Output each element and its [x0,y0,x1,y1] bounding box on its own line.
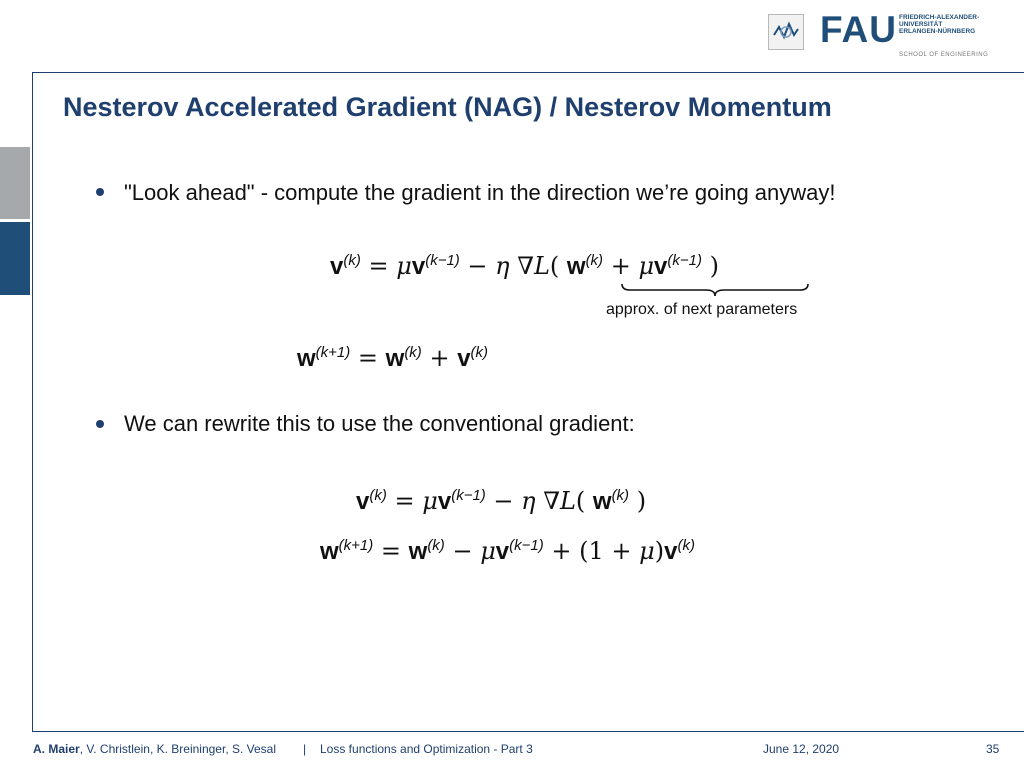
equation-velocity-lookahead: v(k) = μv(k−1) − η ∇L( w(k) + μv(k−1) ) [330,252,719,280]
bullet-look-ahead: "Look ahead" - compute the gradient in t… [124,180,836,205]
equation-weight-conventional: w(k+1) = w(k) − μv(k−1) + (1 + μ)v(k) [320,537,695,565]
bullet-rewrite: We can rewrite this to use the conventio… [124,411,635,436]
footer-separator: | [303,742,307,756]
frame-bottom-rule [32,731,1024,732]
section-marker-active [0,222,30,295]
brace-label: approx. of next parameters [606,301,798,318]
footer-page-number: 35 [986,742,1000,756]
equation-weight-update: w(k+1) = w(k) + v(k) [297,344,489,372]
slide-title: Nesterov Accelerated Gradient (NAG) / Ne… [63,92,832,122]
fau-logo: FAU [820,9,897,50]
frame-top-rule [32,72,1024,73]
institute-logo [768,14,804,50]
bullet-marker [96,420,104,428]
school-name: SCHOOL OF ENGINEERING [899,52,989,58]
footer-lecture: Loss functions and Optimization - Part 3 [320,742,533,756]
section-marker-inactive [0,147,30,219]
footer-date: June 12, 2020 [763,742,840,756]
bullet-marker [96,188,104,196]
equation-velocity-conventional: v(k) = μv(k−1) − η ∇L( w(k) ) [356,487,647,515]
underbrace [621,283,809,297]
footer-authors: A. Maier, V. Christlein, K. Breininger, … [33,742,277,756]
frame-left-rule [32,72,33,732]
university-name: FRIEDRICH-ALEXANDER- UNIVERSITÄT ERLANGE… [899,14,980,35]
